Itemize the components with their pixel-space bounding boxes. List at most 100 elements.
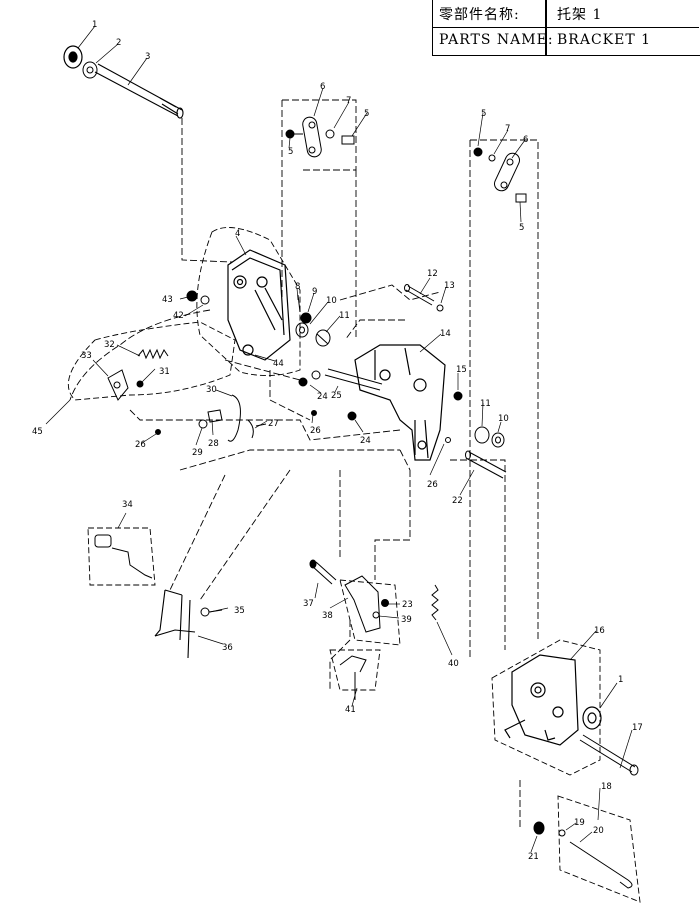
callout-number-6: 6 [523,135,528,145]
callout-number-27: 27 [268,419,279,429]
title-block: 零部件名称: 托架 1 PARTS NAME: BRACKET 1 [432,0,700,56]
title-row-english: PARTS NAME: BRACKET 1 [433,28,699,55]
callout-number-17: 17 [632,723,643,733]
part-44-clip [311,370,321,380]
part-21-nut [533,821,545,835]
callout-number-4: 4 [235,229,240,239]
part-25-rod [324,368,383,391]
callout-number-30: 30 [206,385,217,395]
part-42-washer [200,295,210,305]
callout-number-14: 14 [440,329,451,339]
part-5-bolt-b [473,147,483,157]
part-10-washer [295,322,309,338]
part-17-bolt [579,734,639,776]
callout-number-18: 18 [601,782,612,792]
callout-number-2: 2 [116,38,121,48]
callout-number-25: 25 [331,391,342,401]
part-33-lever [107,369,129,401]
part-14-swivel-bracket [354,344,446,461]
part-10-washer-right [491,432,505,448]
part-41-clip [339,655,367,700]
part-5-pin-b [515,193,527,203]
part-26-pin-right [445,437,451,443]
callout-number-26: 26 [427,480,438,490]
callout-number-38: 38 [322,611,333,621]
callout-number-5: 5 [481,109,486,119]
part-9-nut [300,312,312,324]
part-3-bolt [94,63,184,119]
callout-number-34: 34 [122,500,133,510]
callout-number-7: 7 [346,96,351,106]
part-5-pin-a [341,135,355,145]
part-name-en-value: BRACKET 1 [557,32,652,48]
part-30-wire [227,394,241,442]
title-row-chinese: 零部件名称: 托架 1 [433,0,699,28]
part-32-spring [137,348,169,360]
callout-number-43: 43 [162,295,173,305]
part-23-bolt [381,599,389,607]
callout-number-11: 11 [339,311,350,321]
part-1-nut-lower [582,706,602,730]
callout-number-19: 19 [574,818,585,828]
callout-number-22: 22 [452,496,463,506]
part-38-bracket [344,575,381,633]
callout-number-23: 23 [402,600,413,610]
callout-number-15: 15 [456,365,467,375]
part-6-link-plate-right [494,152,520,192]
part-37-bolt [309,559,337,585]
part-40-spring [431,584,439,621]
part-name-en-label: PARTS NAME: [439,32,554,48]
part-36-shift-rod [154,589,196,659]
part-27-spring [247,419,267,439]
callout-number-39: 39 [401,615,412,625]
callout-number-29: 29 [192,448,203,458]
part-34-handle [94,534,153,579]
callout-number-31: 31 [159,367,170,377]
part-5-bolt-a [285,129,303,139]
callout-number-13: 13 [444,281,455,291]
callout-number-3: 3 [145,52,150,62]
part-6-link-plate [302,116,322,158]
callout-number-44: 44 [273,359,284,369]
part-1-nut [63,45,83,69]
part-26-pin-mid [311,410,317,416]
callout-number-10: 10 [326,296,337,306]
part-15-bolt [453,391,463,401]
callout-number-28: 28 [208,439,219,449]
part-31-bolt [136,380,144,388]
part-11-bushing-right [474,426,490,444]
callout-number-20: 20 [593,826,604,836]
part-8-pin [297,294,301,313]
callout-number-9: 9 [312,287,317,297]
callout-number-8: 8 [295,282,300,292]
part-name-cn-value: 托架 1 [557,7,603,23]
title-block-divider [545,0,547,56]
callout-number-21: 21 [528,852,539,862]
assembly-lines [69,99,539,830]
part-7-washer-b [488,154,496,162]
callout-number-26: 26 [310,426,321,436]
callout-number-32: 32 [104,340,115,350]
part-28-clip [207,409,223,423]
group-outlines [67,227,641,903]
part-24-bolt-b [347,411,357,421]
callout-number-33: 33 [81,351,92,361]
leader-lines [45,25,633,853]
callout-number-16: 16 [594,626,605,636]
part-12-pin [404,284,435,306]
callout-number-1: 1 [618,675,623,685]
part-20-rod [569,841,633,889]
callout-number-10: 10 [498,414,509,424]
callout-number-5: 5 [519,223,524,233]
callout-number-5: 5 [364,109,369,119]
part-name-cn-label: 零部件名称: [439,7,520,23]
part-7-washer-a [325,129,335,139]
part-24-bolt-a [298,377,308,387]
part-11-bushing [315,329,331,347]
part-26-pin-left [155,429,161,435]
callout-number-24: 24 [317,392,328,402]
callout-number-7: 7 [505,124,510,134]
callout-number-40: 40 [448,659,459,669]
